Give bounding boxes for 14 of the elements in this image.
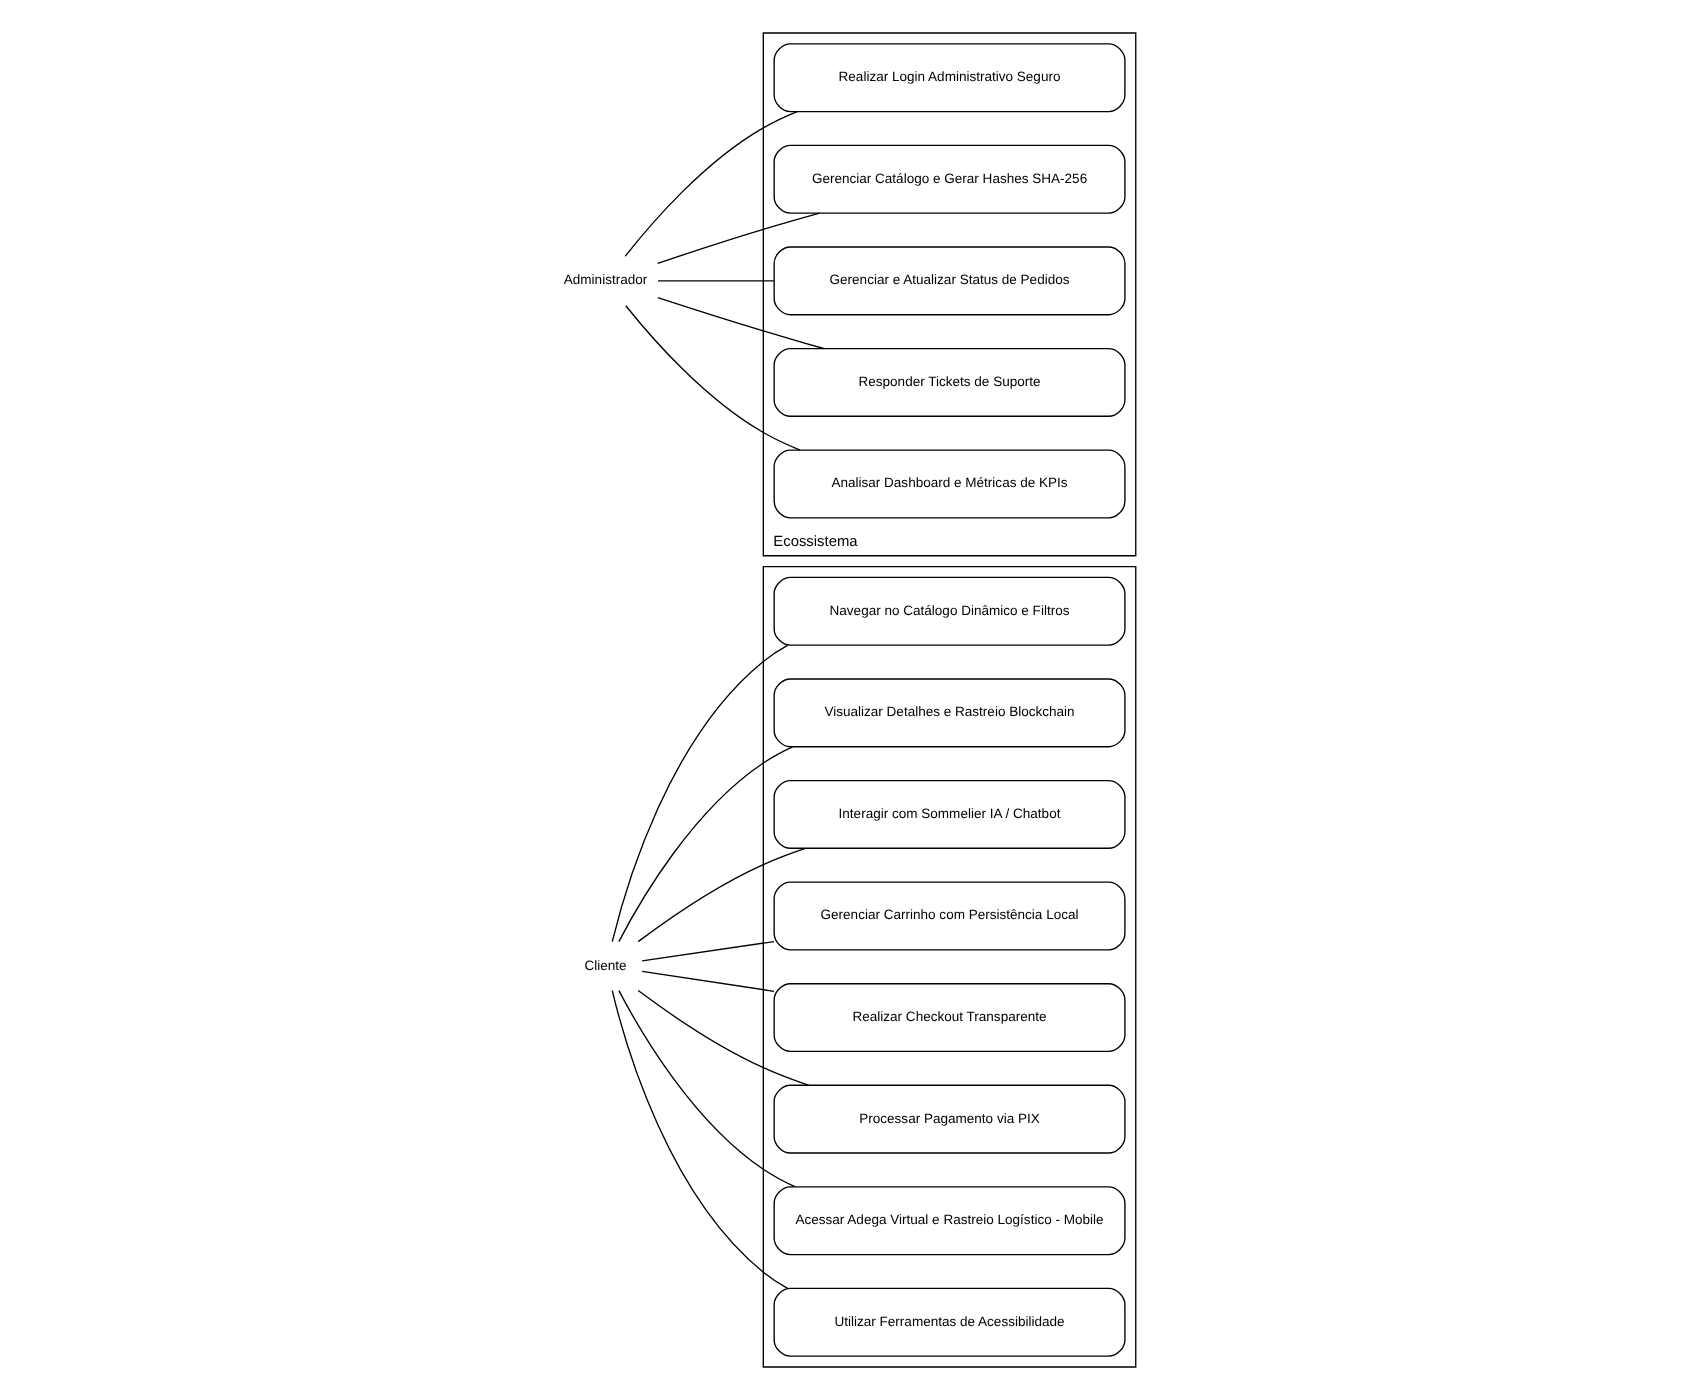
connector [637, 989, 810, 1086]
connector [641, 970, 775, 992]
connector [641, 940, 775, 962]
connector [611, 989, 789, 1289]
connector [657, 280, 775, 282]
connector [625, 305, 801, 451]
connector [657, 212, 821, 265]
connector [618, 746, 794, 943]
connector [657, 297, 825, 350]
connector [637, 847, 806, 943]
cluster [762, 565, 1137, 1368]
connector [618, 989, 796, 1188]
connector [624, 110, 798, 257]
connector [611, 644, 789, 943]
